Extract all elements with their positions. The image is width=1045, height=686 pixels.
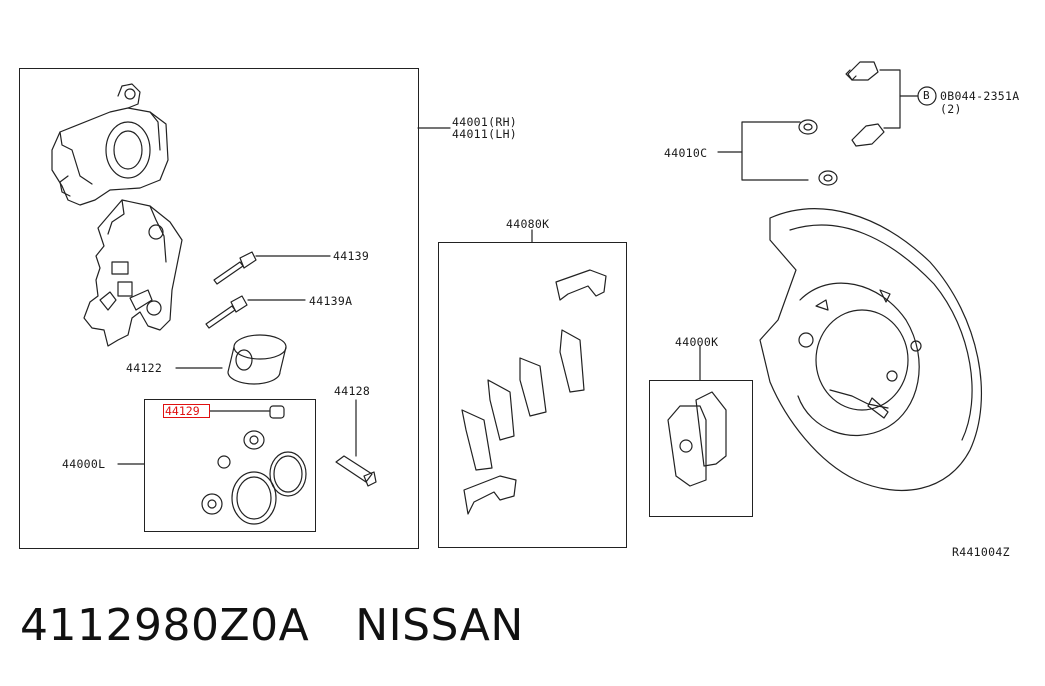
label-bolt-ref: 0B044-2351A [940,89,1020,103]
label-piston-44122: 44122 [126,361,163,375]
pad-kit-box [649,380,753,517]
bleeder-44128-drawing [335,399,377,487]
piston-44122-drawing [175,334,287,385]
footer-title: 4112980Z0A NISSAN [20,600,524,651]
label-caliper-rh: 44001(RH) [452,115,518,129]
label-pin-bolt-44139a: 44139A [309,294,353,308]
label-bolt-marker: B [923,89,930,102]
label-seal-kit-44000l: 44000L [62,457,106,471]
label-bleeder-44128: 44128 [334,384,371,398]
label-drawing-ref: R441004Z [952,545,1010,559]
seal-kit-box [144,399,316,532]
label-caliper-lh: 44011(LH) [452,127,518,141]
label-pin-bolt-44139: 44139 [333,249,370,263]
pad-hardware-kit-box [438,242,627,548]
washer-44010c-drawing [717,119,838,186]
footer-brand: NISSAN [355,600,524,651]
backing-plate-drawing [759,208,983,491]
label-washer-44010c: 44010C [664,146,708,160]
pin-bolt-44139-drawing [213,251,331,285]
label-highlight-part: 44129 [165,404,200,418]
caliper-body-drawing [51,83,169,206]
label-pad-hardware-kit: 44080K [506,217,550,231]
footer-part-number: 4112980Z0A [20,600,310,651]
caliper-bracket-drawing [83,199,183,347]
pad-hardware-parts-drawing [461,229,607,515]
label-bolt-qty: (2) [940,102,962,116]
bolts-0b044-drawing [845,61,937,147]
label-pad-kit-44000k: 44000K [675,335,719,349]
brake-pad-kit-drawing [667,345,727,487]
seal-kit-parts-drawing [117,405,307,525]
pin-bolt-44139a-drawing [205,295,306,329]
caliper-group-box [19,68,419,549]
highlighted-part-box[interactable]: 44129 [163,404,210,418]
